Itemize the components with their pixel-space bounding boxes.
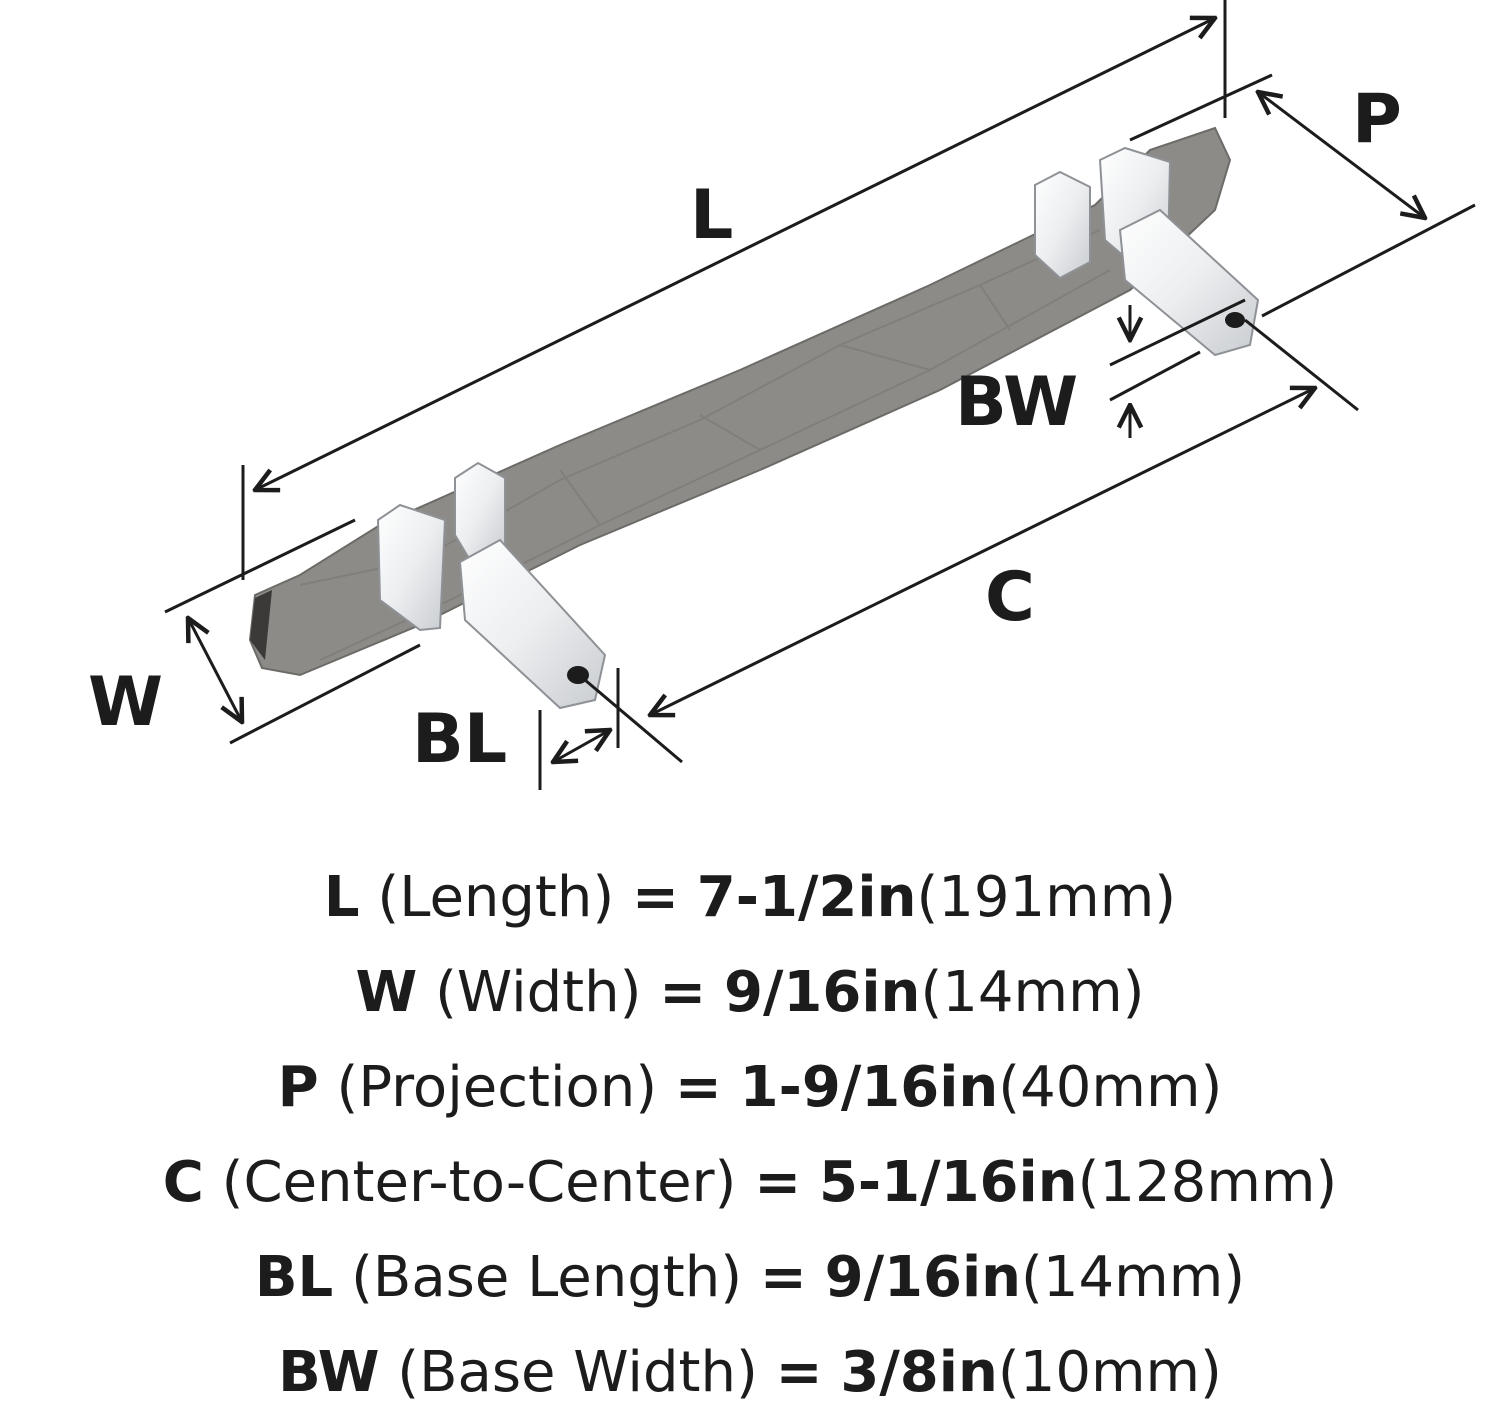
projection-extension-top (1129, 73, 1273, 142)
label-projection: P (1352, 80, 1402, 159)
base-length-dimension-line (553, 730, 610, 762)
width-extension-bottom (229, 643, 421, 745)
spec-imperial: 1-9/16in (739, 1055, 999, 1120)
left-post-hole (567, 666, 589, 684)
base-width-extension-top (1109, 298, 1246, 367)
spec-row-center-to-center: C (Center-to-Center) = 5-1/16in(128mm) (0, 1135, 1500, 1230)
width-extension-top (164, 518, 356, 614)
right-inner-collar (1034, 170, 1091, 280)
left-collar (376, 503, 447, 632)
spec-equals: = (632, 865, 679, 930)
spec-abbr: C (162, 1150, 204, 1215)
spec-name: (Width) (435, 960, 642, 1025)
spec-row-width: W (Width) = 9/16in(14mm) (0, 945, 1500, 1040)
spec-name: (Center-to-Center) (221, 1150, 737, 1215)
center-dimension-line (650, 388, 1315, 715)
projection-extension-bottom (1261, 203, 1476, 318)
handle-end-cap-left (250, 590, 272, 660)
label-base-width: BW (955, 363, 1078, 442)
label-center: C (985, 558, 1035, 637)
center-axis-right (1244, 318, 1359, 412)
spec-imperial: 9/16in (824, 1245, 1022, 1310)
spec-abbr: BW (278, 1340, 380, 1405)
spec-name: (Projection) (336, 1055, 658, 1120)
spec-row-length: L (Length) = 7-1/2in(191mm) (0, 850, 1500, 945)
spec-equals: = (759, 1245, 807, 1310)
right-post-hole (1225, 312, 1245, 328)
handle-dimension-diagram: L P BW C W BL (88, 0, 1476, 790)
spec-imperial: 7-1/2in (696, 865, 917, 930)
label-width: W (88, 663, 163, 742)
spec-metric: (14mm) (1021, 1245, 1246, 1310)
spec-metric: (191mm) (916, 865, 1177, 930)
spec-name: (Length) (377, 865, 615, 930)
dimension-lines (164, 0, 1476, 790)
spec-abbr: L (323, 865, 360, 930)
specification-list: L (Length) = 7-1/2in(191mm) W (Width) = … (0, 850, 1500, 1420)
spec-equals: = (775, 1340, 823, 1405)
spec-row-projection: P (Projection) = 1-9/16in(40mm) (0, 1040, 1500, 1135)
spec-metric: (40mm) (998, 1055, 1223, 1120)
spec-metric: (14mm) (920, 960, 1145, 1025)
projection-dimension-line (1258, 92, 1425, 218)
spec-imperial: 9/16in (724, 960, 921, 1025)
length-dimension-line (255, 18, 1215, 490)
spec-imperial: 5-1/16in (818, 1150, 1078, 1215)
spec-abbr: BL (254, 1245, 334, 1310)
spec-abbr: W (355, 960, 418, 1025)
spec-metric: (128mm) (1077, 1150, 1338, 1215)
spec-equals: = (659, 960, 707, 1025)
spec-abbr: P (277, 1055, 319, 1120)
spec-name: (Base Length) (351, 1245, 743, 1310)
spec-imperial: 3/8in (840, 1340, 998, 1405)
label-base-length: BL (412, 700, 507, 779)
label-length: L (690, 176, 733, 255)
center-axis-left (584, 678, 683, 764)
width-dimension-line (188, 618, 242, 722)
left-post (458, 538, 607, 710)
spec-equals: = (674, 1055, 722, 1120)
spec-row-base-length: BL (Base Length) = 9/16in(14mm) (0, 1230, 1500, 1325)
spec-name: (Base Width) (397, 1340, 758, 1405)
spec-equals: = (754, 1150, 802, 1215)
spec-metric: (10mm) (997, 1340, 1222, 1405)
spec-row-base-width: BW (Base Width) = 3/8in(10mm) (0, 1325, 1500, 1420)
